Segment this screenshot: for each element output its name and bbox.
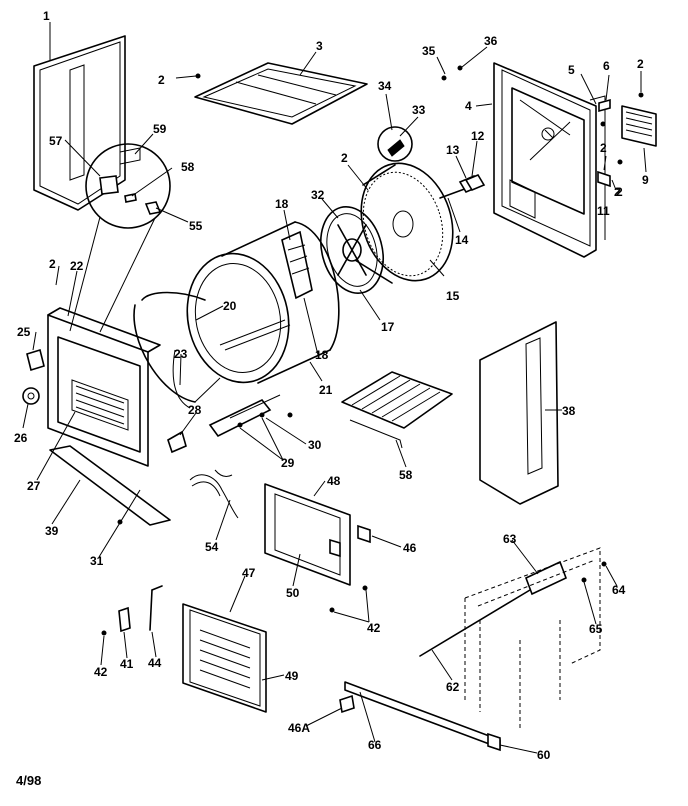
callout-20: 20 xyxy=(223,299,237,313)
part-vent-grille xyxy=(621,105,657,147)
part-idler-bracket xyxy=(208,394,293,438)
callout-66: 66 xyxy=(368,738,382,752)
part-drum-bulkhead xyxy=(354,162,454,284)
callout-3: 3 xyxy=(316,39,323,53)
callout-58b: 58 xyxy=(399,468,413,482)
callout-2d: 2 xyxy=(341,151,348,165)
callout-35: 35 xyxy=(422,44,436,58)
callout-60: 60 xyxy=(537,748,551,762)
callout-2: 2 xyxy=(158,73,165,87)
callout-50: 50 xyxy=(286,586,300,600)
part-leveler-rod xyxy=(419,560,607,657)
part-drum-belt xyxy=(172,349,191,409)
part-clip xyxy=(357,524,371,544)
part-drum-baffle xyxy=(281,230,313,300)
part-drying-rack xyxy=(341,371,453,449)
callout-39: 39 xyxy=(45,524,59,538)
part-door-seal xyxy=(149,585,163,631)
callout-1: 1 xyxy=(43,9,50,23)
part-door-switch xyxy=(22,348,45,405)
part-door-outer xyxy=(182,603,267,713)
callout-5: 5 xyxy=(568,63,575,77)
part-drum-seal xyxy=(133,291,221,403)
part-hinge xyxy=(118,606,131,633)
part-screws xyxy=(101,585,368,636)
part-top-panel xyxy=(194,62,368,125)
callout-13: 13 xyxy=(446,143,460,157)
part-clip-base xyxy=(339,694,355,714)
part-rear-panel xyxy=(493,62,606,258)
callout-6: 6 xyxy=(603,59,610,73)
callout-47: 47 xyxy=(242,566,256,580)
callout-46A: 46A xyxy=(288,721,310,735)
callout-59: 59 xyxy=(153,122,167,136)
callout-48: 48 xyxy=(327,474,341,488)
callout-25: 25 xyxy=(17,325,31,339)
callout-11: 11 xyxy=(597,204,610,218)
callout-58a: 58 xyxy=(181,160,195,174)
callout-36: 36 xyxy=(484,34,498,48)
callout-38: 38 xyxy=(562,404,576,418)
callout-63: 63 xyxy=(503,532,517,546)
callout-2c: 2 xyxy=(600,141,607,155)
part-front-panel xyxy=(47,307,161,467)
callout-54: 54 xyxy=(205,540,219,554)
callout-26: 26 xyxy=(14,431,28,445)
callout-41: 41 xyxy=(120,657,134,671)
part-side-panel-left xyxy=(33,35,126,211)
callout-49: 49 xyxy=(285,669,299,683)
callout-31: 31 xyxy=(90,554,104,568)
part-lamp-detail xyxy=(69,143,171,333)
callout-27: 27 xyxy=(27,479,41,493)
part-screw-top-panel xyxy=(175,73,201,79)
revision-date: 4/98 xyxy=(16,773,41,788)
part-pulley-shaft xyxy=(439,173,486,199)
part-rear-small-items xyxy=(441,65,644,188)
callout-42a: 42 xyxy=(367,621,381,635)
callout-14: 14 xyxy=(455,233,469,247)
callout-64: 64 xyxy=(612,583,626,597)
callout-29: 29 xyxy=(281,456,295,470)
callout-55: 55 xyxy=(189,219,203,233)
callout-21: 21 xyxy=(319,383,333,397)
callout-57: 57 xyxy=(49,134,63,148)
callout-30: 30 xyxy=(308,438,322,452)
callout-23: 23 xyxy=(174,347,188,361)
part-door-catch xyxy=(167,430,187,454)
part-wire-harness xyxy=(189,469,239,519)
part-base-rail xyxy=(344,681,501,752)
part-side-panel-right xyxy=(479,321,559,505)
callout-12: 12 xyxy=(471,129,485,143)
cabinet-phantom-outline xyxy=(464,547,601,730)
callout-4: 4 xyxy=(465,99,472,113)
callout-15: 15 xyxy=(446,289,460,303)
part-bearing-detail xyxy=(377,126,413,162)
part-drum xyxy=(186,221,340,384)
callout-9: 9 xyxy=(642,173,649,187)
leader-lines xyxy=(22,22,647,754)
callout-18b: 18 xyxy=(315,348,329,362)
part-lint-filter xyxy=(49,445,171,526)
callout-65: 65 xyxy=(589,622,603,636)
callout-42b: 42 xyxy=(94,665,108,679)
callout-28: 28 xyxy=(188,403,202,417)
callout-33: 33 xyxy=(412,103,426,117)
callout-62: 62 xyxy=(446,680,460,694)
part-drum-bearing xyxy=(320,205,384,295)
callout-2f: 2 xyxy=(49,257,56,271)
callout-22: 22 xyxy=(70,259,84,273)
callout-46: 46 xyxy=(403,541,417,555)
callout-34: 34 xyxy=(378,79,392,93)
callout-2g: 2 xyxy=(616,185,623,199)
callout-labels: 1 2 3 2 35 36 5 6 2 4 34 33 57 59 58 55 … xyxy=(14,9,649,762)
callout-44: 44 xyxy=(148,656,162,670)
callout-17: 17 xyxy=(381,320,395,334)
callout-2b: 2 xyxy=(637,57,644,71)
part-door-inner xyxy=(264,483,351,586)
callout-18a: 18 xyxy=(275,197,289,211)
callout-2e: 2 xyxy=(614,185,621,199)
callout-32: 32 xyxy=(311,188,325,202)
